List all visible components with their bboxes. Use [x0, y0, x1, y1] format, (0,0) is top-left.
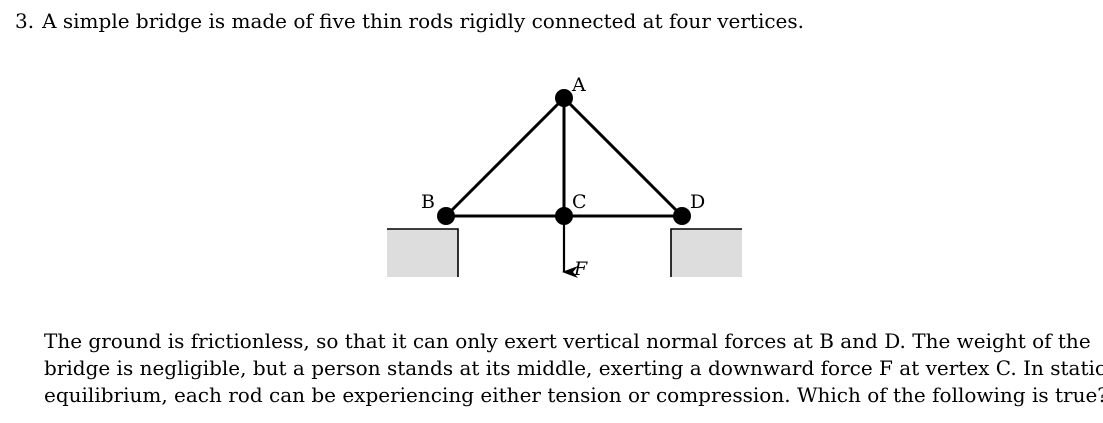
bridge-figure: A B C D F	[387, 74, 742, 280]
vertex-label-a: A	[571, 74, 586, 96]
vertex-b	[437, 207, 455, 225]
vertex-a	[555, 89, 573, 107]
rod-ad	[562, 96, 684, 218]
problem-body: The ground is frictionless, so that it c…	[44, 328, 1103, 409]
right-ground-support	[670, 228, 742, 277]
vertex-label-b: B	[421, 191, 435, 213]
left-ground-support	[387, 228, 459, 277]
problem-number: 3.	[15, 9, 35, 33]
force-label: F	[573, 258, 588, 280]
body-line-2: bridge is negligible, but a person stand…	[44, 356, 1103, 380]
vertex-label-c: C	[572, 191, 587, 213]
problem-header: 3. A simple bridge is made of five thin r…	[15, 8, 804, 34]
vertex-d	[673, 207, 691, 225]
problem-intro: A simple bridge is made of five thin rod…	[42, 9, 805, 33]
body-line-1: The ground is frictionless, so that it c…	[44, 329, 1091, 353]
vertex-c	[555, 207, 573, 225]
body-line-3: equilibrium, each rod can be experiencin…	[44, 383, 1103, 407]
vertex-label-d: D	[690, 191, 705, 213]
rod-ab	[444, 96, 566, 218]
